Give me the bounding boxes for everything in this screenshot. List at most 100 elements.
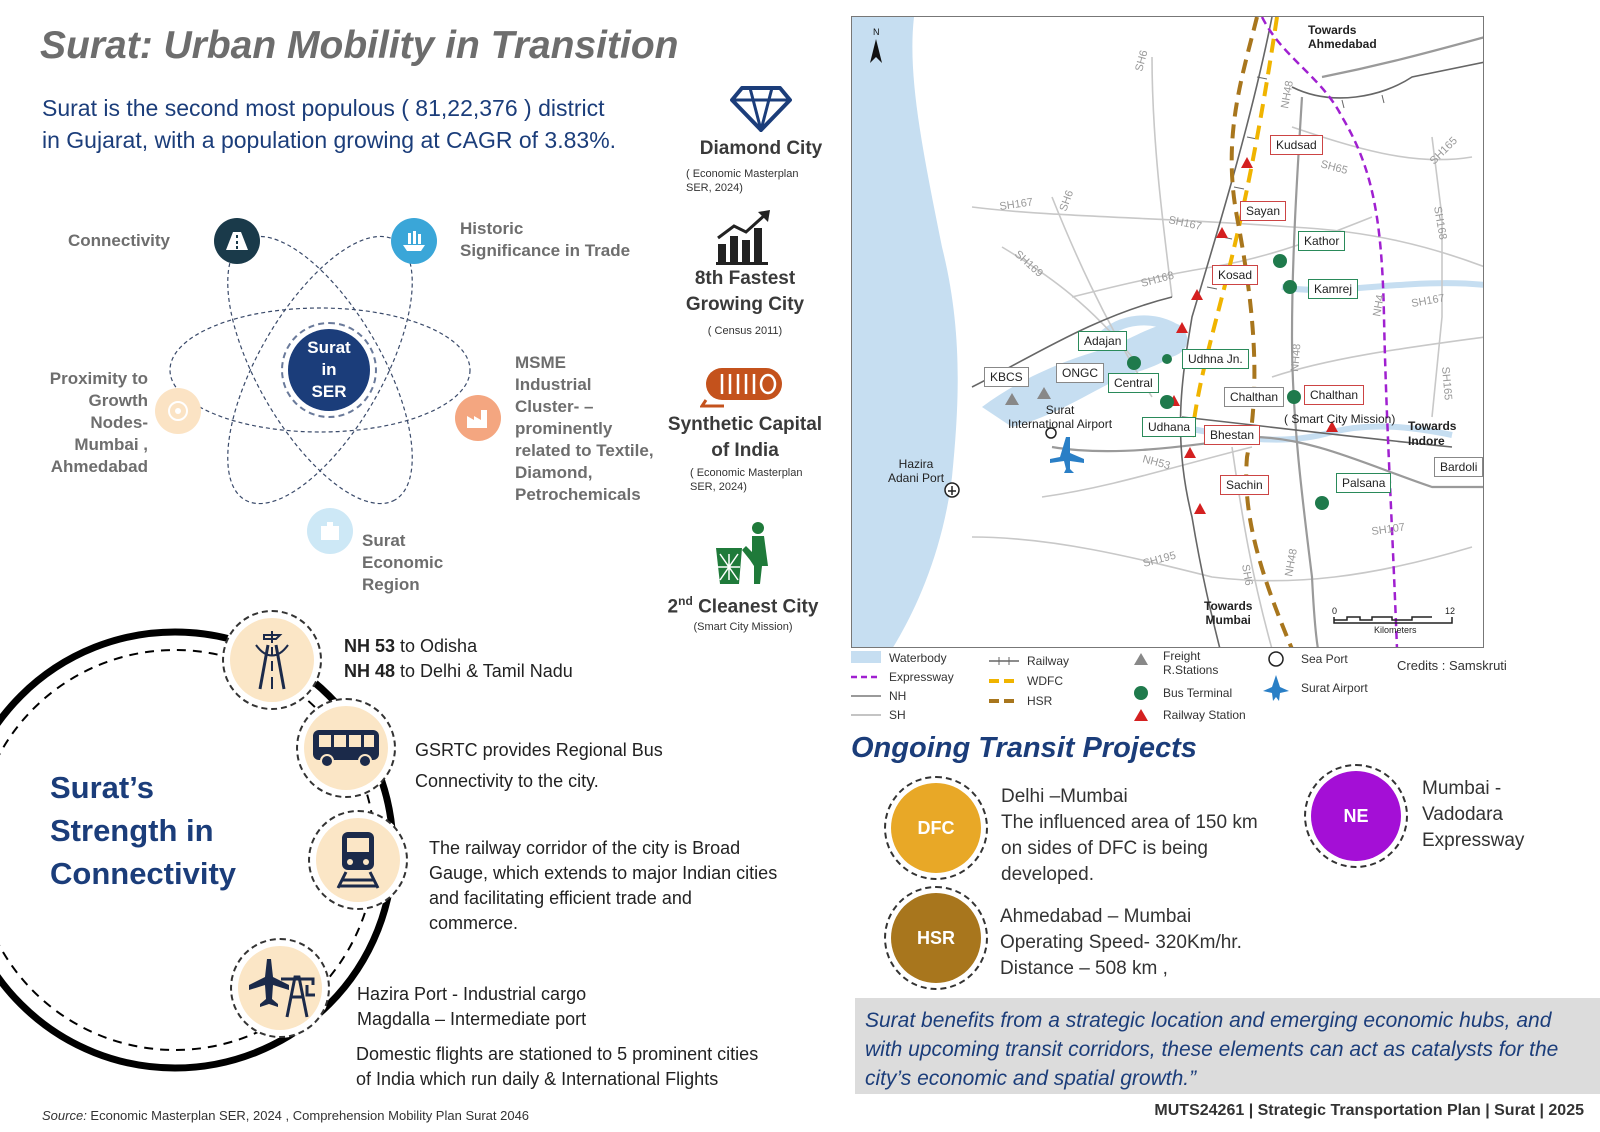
nh53-line: NH 53 to Odisha bbox=[344, 634, 573, 659]
bus-label-udhana[interactable]: Udhana bbox=[1142, 417, 1197, 437]
proximity-label-line: Mumbai , bbox=[74, 435, 148, 454]
surat-map[interactable]: N 0 12 Kilometers SH6 NH48 SH65 SH165 SH… bbox=[851, 16, 1484, 648]
port-air-node bbox=[230, 938, 330, 1038]
nh53-rest: to Odisha bbox=[395, 636, 478, 656]
proximity-label: Proximity to Growth Nodes- Mumbai , Ahme… bbox=[36, 368, 148, 478]
proximity-label-line: Growth bbox=[88, 391, 149, 410]
label-kbcs[interactable]: KBCS bbox=[984, 367, 1029, 387]
orbit-horizontal bbox=[169, 307, 471, 433]
synthetic-title-line: of India bbox=[711, 440, 779, 461]
towards-indore: Towards Indore bbox=[1408, 419, 1456, 449]
conclusion-quote: Surat benefits from a strategic location… bbox=[855, 998, 1600, 1094]
bus-label-palsana[interactable]: Palsana bbox=[1336, 473, 1392, 493]
svg-text:SH6: SH6 bbox=[1133, 49, 1150, 73]
network-icon bbox=[168, 401, 188, 421]
legend-freight-line: Freight bbox=[1163, 649, 1201, 663]
towards-ahmedabad-line: Ahmedabad bbox=[1308, 37, 1377, 51]
towards-mumbai: Towards Mumbai bbox=[1204, 599, 1252, 627]
atom-center-line: Surat bbox=[307, 338, 351, 357]
svg-text:SH168: SH168 bbox=[1431, 205, 1449, 240]
legend-sh: SH bbox=[889, 708, 906, 722]
hazira-label: Hazira Adani Port bbox=[888, 457, 944, 485]
atom-center-ring: Surat in SER bbox=[281, 322, 377, 418]
svg-text:SH169: SH169 bbox=[1012, 248, 1045, 279]
nh53-bold: NH 53 bbox=[344, 636, 396, 656]
bus-node bbox=[296, 698, 396, 798]
growth-chart-icon bbox=[716, 210, 770, 265]
svg-text:SH65: SH65 bbox=[1319, 158, 1349, 177]
dfc-text-line: on sides of DFC is being bbox=[1001, 838, 1208, 859]
label-ongc[interactable]: ONGC bbox=[1056, 363, 1104, 383]
cleanest-title-rank: 2 bbox=[667, 596, 679, 618]
bus-text: GSRTC provides Regional Bus Connectivity… bbox=[415, 735, 663, 797]
fabric-roll-icon bbox=[700, 368, 782, 408]
river-east bbox=[1281, 280, 1483, 293]
label-bardoli[interactable]: Bardoli bbox=[1434, 457, 1483, 477]
hsr-text-line: Ahmedabad – Mumbai bbox=[1000, 906, 1192, 927]
towards-mumbai-line: Mumbai bbox=[1205, 613, 1251, 627]
north-label: N bbox=[873, 27, 880, 37]
hsr-ring: HSR bbox=[884, 886, 988, 990]
station-label-sayan[interactable]: Sayan bbox=[1240, 201, 1287, 221]
hsr-badge: HSR bbox=[891, 893, 981, 983]
diamond-city-note: ( Economic Masterplan SER, 2024) bbox=[686, 167, 799, 195]
highlight-cleanest: 2nd Cleanest City (Smart City Mission) bbox=[648, 520, 838, 634]
ser-label-line: Surat bbox=[362, 531, 406, 550]
ser-label-line: Region bbox=[362, 575, 420, 594]
airport-label-line: International Airport bbox=[1008, 417, 1113, 431]
msme-label-line: Industrial bbox=[515, 375, 592, 394]
road-text: NH 53 to Odisha NH 48 to Delhi & Tamil N… bbox=[344, 634, 573, 684]
bus-label-kamrej[interactable]: Kamrej bbox=[1308, 279, 1359, 299]
msme-label-line: prominently bbox=[515, 419, 613, 438]
rail-text-line: The railway corridor of the city is Broa… bbox=[429, 838, 741, 858]
bus-label-central[interactable]: Central bbox=[1108, 373, 1159, 393]
station-label-bhestan[interactable]: Bhestan bbox=[1204, 425, 1261, 445]
label-udhna-jn[interactable]: Udhna Jn. bbox=[1182, 349, 1249, 369]
svg-text:NH48: NH48 bbox=[1283, 548, 1300, 578]
tapi-river bbox=[1098, 315, 1188, 359]
legend-wdfc: WDFC bbox=[1027, 674, 1063, 688]
bus-label-adajan[interactable]: Adajan bbox=[1078, 331, 1128, 351]
synthetic-note-line: SER, 2024) bbox=[690, 481, 747, 493]
ship-icon bbox=[403, 231, 425, 251]
bus-text-line: Connectivity to the city. bbox=[415, 771, 599, 791]
strength-heading-line: Connectivity bbox=[50, 856, 237, 891]
hsr-text: Ahmedabad – Mumbai Operating Speed- 320K… bbox=[1000, 904, 1242, 982]
recycle-bin-icon bbox=[716, 522, 768, 584]
highway-icon bbox=[255, 631, 289, 690]
dfc-text-line: Delhi –Mumbai bbox=[1001, 786, 1128, 807]
station-label-kosad[interactable]: Kosad bbox=[1212, 265, 1259, 285]
legend-seaport: Sea Port bbox=[1301, 652, 1348, 666]
msme-label-line: MSME bbox=[515, 353, 566, 372]
legend-expressway: Expressway bbox=[889, 670, 954, 684]
wdfc-line bbox=[1190, 17, 1279, 438]
legend-nh: NH bbox=[889, 689, 907, 703]
proximity-node bbox=[155, 388, 201, 434]
map-legend: Waterbody Expressway NH SH Railway WDFC … bbox=[851, 649, 1591, 725]
synthetic-note-line: ( Economic Masterplan bbox=[690, 467, 803, 479]
port-text-line: Magdalla – Intermediate port bbox=[357, 1009, 587, 1029]
atom-center: Surat in SER bbox=[288, 329, 370, 411]
scale-bar bbox=[1333, 616, 1453, 624]
msme-label-line: Cluster- – bbox=[515, 397, 594, 416]
towards-ahmedabad: Towards Ahmedabad bbox=[1308, 23, 1377, 51]
proximity-label-line: Proximity to bbox=[49, 369, 148, 388]
source-note: Source: Economic Masterplan SER, 2024 , … bbox=[42, 1108, 529, 1123]
msme-label-line: Diamond, bbox=[515, 463, 593, 482]
railway-lines bbox=[971, 17, 1483, 647]
diamond-city-note-line: SER, 2024) bbox=[686, 182, 743, 194]
ne-badge: NE bbox=[1311, 771, 1401, 861]
bus-icon bbox=[313, 730, 379, 768]
rail-text: The railway corridor of the city is Broa… bbox=[429, 836, 777, 936]
legend-railway: Railway bbox=[1027, 654, 1070, 668]
station-label-kudsad[interactable]: Kudsad bbox=[1270, 135, 1323, 155]
label-chalthan-plain[interactable]: Chalthan bbox=[1224, 387, 1285, 407]
station-label-sachin[interactable]: Sachin bbox=[1220, 475, 1269, 495]
diamond-city-note-line: ( Economic Masterplan bbox=[686, 168, 799, 180]
towards-indore-line: Indore bbox=[1408, 434, 1445, 448]
station-label-chalthan[interactable]: Chalthan bbox=[1304, 385, 1365, 405]
plane-crane-icon bbox=[249, 959, 315, 1018]
bus-label-kathor[interactable]: Kathor bbox=[1298, 231, 1346, 251]
bus-text-line: GSRTC provides Regional Bus bbox=[415, 740, 663, 760]
orbit-diagonal-a bbox=[227, 235, 413, 505]
